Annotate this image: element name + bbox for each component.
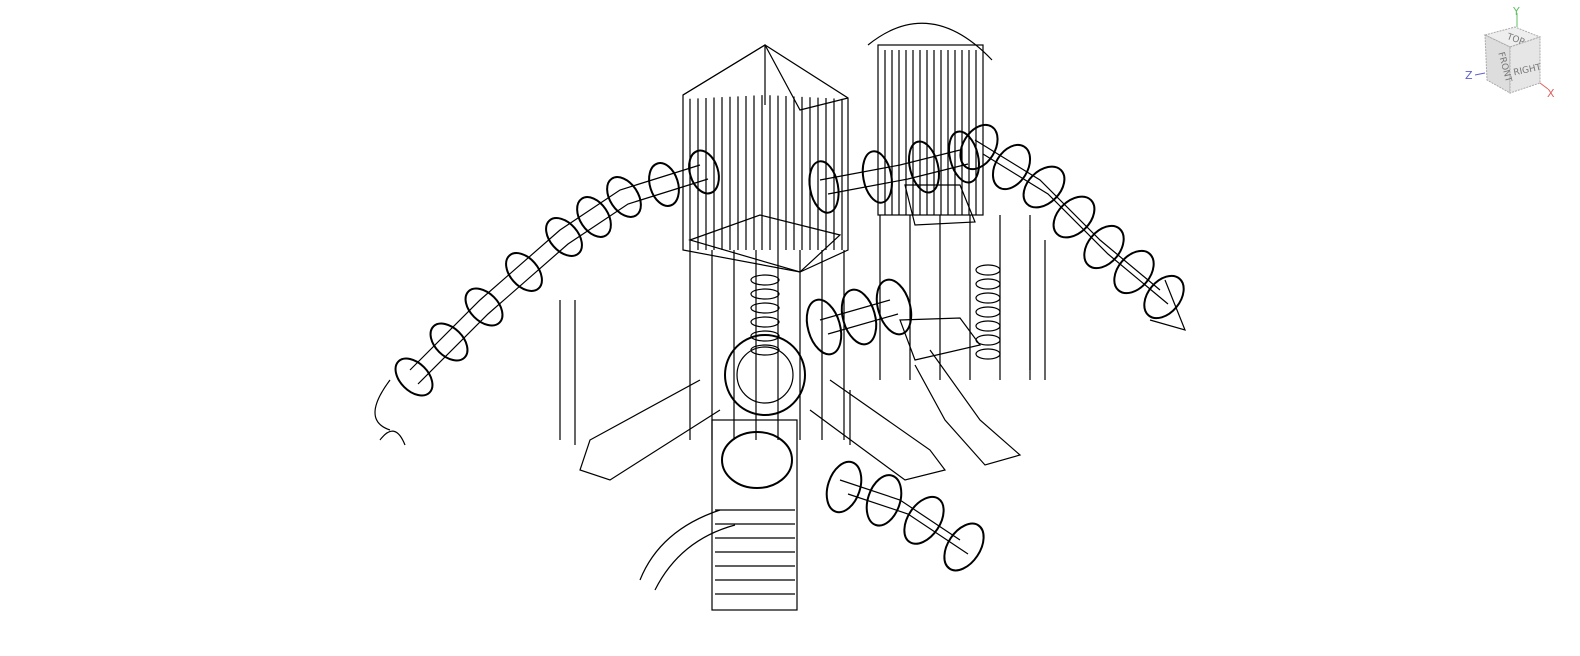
front-tube-slide-ring	[865, 474, 903, 527]
bridge-tube-ring	[861, 150, 893, 204]
right-tube-slide-ring	[1113, 249, 1155, 295]
spiral-climber	[975, 278, 1001, 290]
spiral-climber	[975, 306, 1001, 318]
spiral-climber	[975, 292, 1001, 304]
right-tube-slide-rail	[974, 139, 1161, 291]
right-tube-slide-ring	[991, 143, 1032, 191]
lower-bridge-tube-rail	[827, 313, 899, 335]
left-tube-slide-rail	[417, 178, 709, 385]
spiral-climber	[975, 320, 1001, 332]
left-tube-slide-ring	[688, 149, 720, 195]
tower-1-deck	[688, 214, 842, 273]
open-slide-right	[809, 379, 947, 481]
tunnel-opening	[721, 431, 793, 489]
view-cube[interactable]: TOP FRONT RIGHT Y Z X	[1455, 5, 1570, 105]
lower-bridge-tube-ring	[805, 298, 843, 356]
climbing-tube	[724, 334, 806, 416]
spiral-climber	[750, 302, 780, 314]
left-tube-slide-ring	[394, 357, 434, 397]
tower-1-roof	[682, 44, 849, 111]
tower-2-deck	[904, 184, 976, 226]
tower-2-roof	[867, 22, 993, 61]
spiral-climber	[750, 316, 780, 328]
y-axis-label: Y	[1512, 5, 1520, 18]
right-tube-slide-ring	[1083, 224, 1125, 270]
bridge-tube-ring	[948, 130, 980, 184]
bridge-tube-ring	[808, 160, 840, 214]
spiral-climber	[750, 330, 780, 342]
right-slide-exit	[1149, 279, 1187, 331]
spiral-climber	[975, 264, 1001, 276]
lower-bridge-tube-rail	[819, 299, 891, 321]
lower-bridge-tube-ring	[875, 278, 913, 336]
front-tube-slide-ring	[943, 522, 985, 572]
left-tube-slide-ring	[545, 217, 583, 257]
mid-platform	[899, 317, 982, 361]
bridge-tube-rail	[819, 149, 961, 181]
front-tube-slide-rail	[839, 479, 961, 541]
left-tube-slide-ring	[464, 287, 504, 327]
open-slide-left	[579, 379, 721, 481]
climbing-tube	[736, 346, 794, 404]
left-tube-slide-ring	[505, 252, 543, 292]
spiral-climber	[975, 348, 1001, 360]
spiral-climber	[750, 288, 780, 300]
x-axis-label: X	[1547, 87, 1555, 100]
playground-wireframe	[374, 22, 1187, 611]
right-tube-slide-rail	[982, 153, 1169, 305]
spiral-climber	[750, 274, 780, 286]
bridge-tube-ring	[908, 140, 940, 194]
left-tube-slide-ring	[429, 322, 469, 362]
lower-bridge-tube-ring	[840, 288, 878, 346]
front-tube-slide-ring	[903, 495, 945, 545]
front-tube-slide-ring	[825, 460, 863, 514]
spiral-climber	[975, 334, 1001, 346]
curved-slide-front	[639, 509, 736, 591]
front-ladder-frame	[711, 419, 798, 611]
open-slide-tower-2	[914, 349, 1022, 466]
left-tube-slide-ring	[648, 162, 680, 207]
tower-2-frame	[877, 44, 984, 216]
right-tube-slide-ring	[959, 123, 999, 171]
left-tube-slide-ring	[606, 176, 642, 218]
left-slide-exit	[374, 379, 406, 446]
view-cube-body[interactable]: TOP FRONT RIGHT	[1483, 26, 1543, 94]
right-tube-slide-ring	[1022, 165, 1066, 209]
left-tube-slide-rail	[409, 164, 701, 371]
bridge-tube-rail	[827, 163, 969, 195]
left-tube-slide-ring	[576, 196, 612, 238]
spiral-climber	[750, 344, 780, 356]
z-axis-label: Z	[1465, 69, 1473, 82]
right-tube-slide-ring	[1052, 195, 1096, 239]
